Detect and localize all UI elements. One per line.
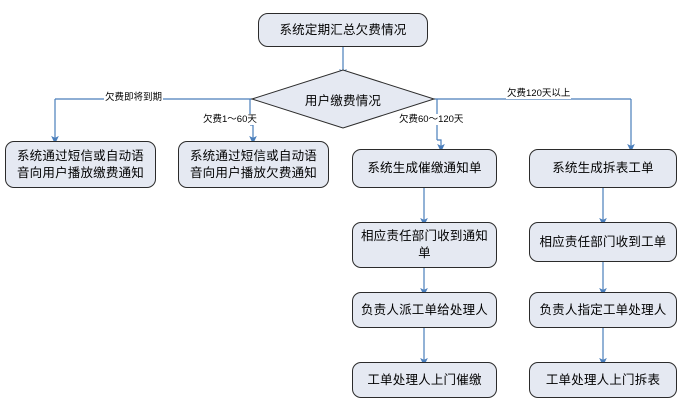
node-designate-order-handler[interactable]: 负责人指定工单处理人 [529,292,677,328]
edge-branch3 [437,139,445,153]
node-handler-onsite-meter-removal[interactable]: 工单处理人上门拆表 [529,362,677,398]
node-dept-receive-order[interactable]: 相应责任部门收到工单 [529,222,677,262]
node-generate-meter-removal-order[interactable]: 系统生成拆表工单 [529,149,677,188]
edge-label-branch1: 欠费即将到期 [104,92,164,103]
node-summary-overdue[interactable]: 系统定期汇总欠费情况 [258,13,428,47]
decision-payment-status[interactable]: 用户缴费情况 [250,68,436,130]
node-generate-dunning-notice[interactable]: 系统生成催缴通知单 [352,149,497,188]
node-assign-order-to-handler[interactable]: 负责人派工单给处理人 [352,292,497,328]
edge-label-branch2: 欠费1～60天 [202,114,258,125]
node-dept-receive-notice[interactable]: 相应责任部门收到通知单 [352,222,497,268]
edge-label-branch4: 欠费120天以上 [506,88,572,99]
decision-label: 用户缴费情况 [304,93,382,108]
edge-label-branch3: 欠费60～120天 [398,114,465,125]
node-handler-onsite-dunning[interactable]: 工单处理人上门催缴 [352,362,497,398]
node-sms-voice-payment-notice[interactable]: 系统通过短信或自动语音向用户播放缴费通知 [5,141,156,188]
node-sms-voice-overdue-notice[interactable]: 系统通过短信或自动语音向用户播放欠费通知 [178,141,329,188]
